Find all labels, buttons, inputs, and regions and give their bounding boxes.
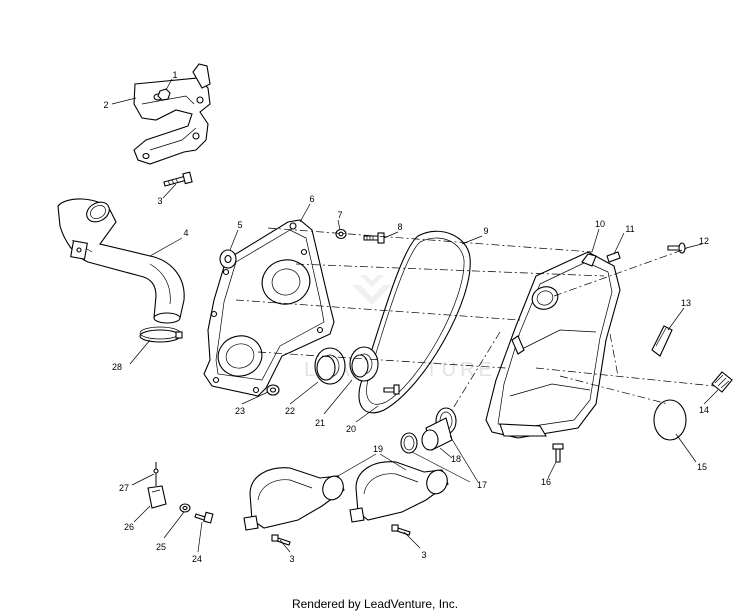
exploded-lines [235,227,715,411]
hose-clamp [139,326,183,343]
air-duct-left [243,467,345,531]
callout-17: 17 [477,480,487,490]
callout-23: 23 [235,406,245,416]
callout-9: 9 [483,226,488,236]
callout-4: 4 [183,228,188,238]
callout-7: 7 [337,210,342,220]
washer-7 [335,228,347,240]
bushing-18 [421,417,453,451]
callout-20: 20 [346,424,356,434]
footer-credit: Rendered by LeadVenture, Inc. [291,597,459,611]
callout-3a: 3 [157,196,162,206]
callout-12: 12 [699,236,709,246]
leader-lines [111,78,719,553]
callout-5: 5 [237,220,242,230]
mounting-bracket [133,63,211,165]
seal-21 [349,346,379,382]
callout-25: 25 [156,542,166,552]
callout-13: 13 [681,298,691,308]
callout-26: 26 [124,522,134,532]
washer-25 [179,503,191,513]
drive-belt [358,230,471,414]
intake-duct [57,198,185,324]
bolt-12 [667,242,686,254]
callout-16: 16 [541,477,551,487]
callout-10: 10 [595,219,605,229]
callouts: 1 2 3 4 5 6 7 8 9 10 11 12 13 14 15 16 1… [103,70,709,564]
screw-3b [271,534,291,546]
callout-22: 22 [285,406,295,416]
callout-19: 19 [373,444,383,454]
clip-26 [147,485,167,509]
watermark-logo [352,275,392,305]
callout-18: 18 [451,454,461,464]
callout-3c: 3 [421,550,426,560]
bolt-24 [194,511,214,524]
disc-15 [653,399,687,441]
callout-27: 27 [119,483,129,493]
decal-14 [711,371,733,393]
callout-1: 1 [172,70,177,80]
label-13 [651,325,673,357]
bracket-bolt [163,171,193,187]
callout-2: 2 [103,100,108,110]
seal-22 [314,347,346,385]
outer-cover [485,251,621,439]
washer-5 [219,249,237,269]
cover-plate-11 [606,251,621,263]
air-duct-right [349,461,449,523]
bolt-8 [363,232,385,244]
callout-8: 8 [397,222,402,232]
callout-3b: 3 [289,554,294,564]
callout-24: 24 [192,554,202,564]
screw-16 [552,443,564,463]
callout-28: 28 [112,362,122,372]
callout-11: 11 [625,224,634,234]
callout-21: 21 [315,418,325,428]
washer-23 [266,384,280,396]
ring-17b [400,432,418,454]
nut [157,88,171,101]
callout-6: 6 [309,194,314,204]
screw-3c [391,524,411,536]
callout-15: 15 [697,462,707,472]
pin-27 [153,462,159,486]
callout-14: 14 [699,405,709,415]
screw-20 [383,384,400,395]
